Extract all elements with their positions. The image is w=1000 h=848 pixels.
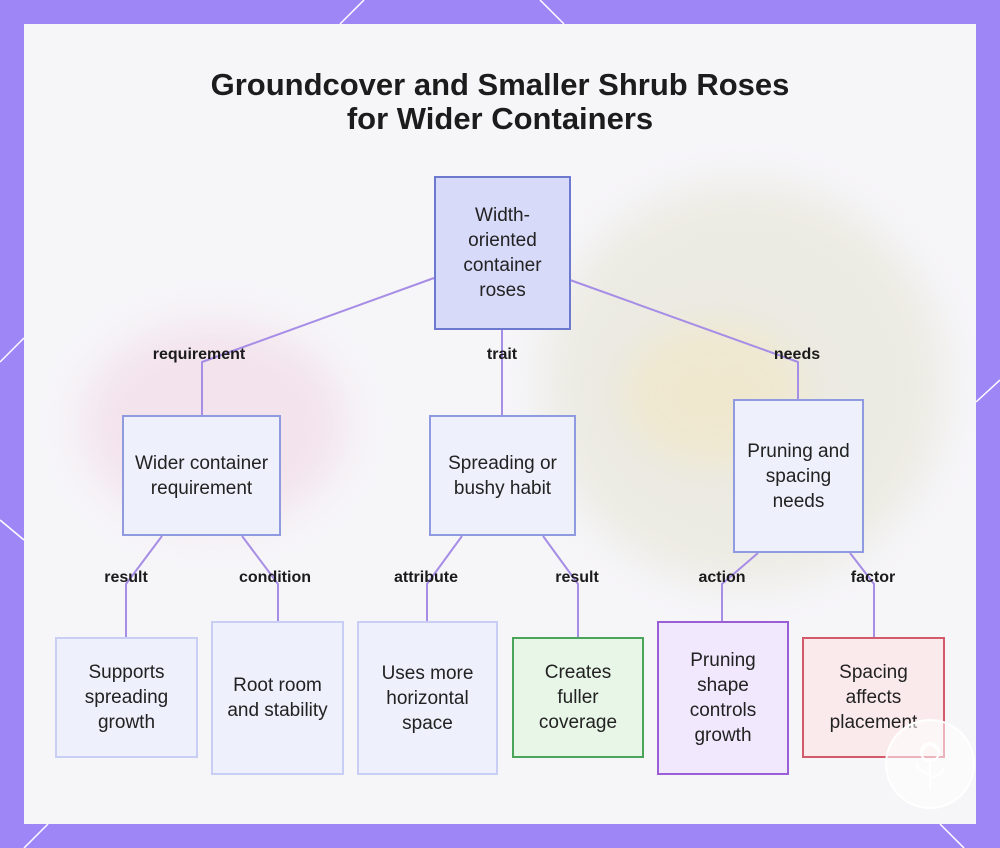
diagram-title: Groundcover and Smaller Shrub Roses for … [0, 68, 1000, 136]
edge-label-needs: needs [773, 346, 821, 363]
node-root-room-label: Root room and stability [227, 675, 328, 721]
node-spacing-placement-label: Spacing affects placement [829, 662, 918, 733]
node-supports-growth-label: Supports spreading growth [84, 662, 169, 733]
title-line-2: for Wider Containers [346, 101, 654, 136]
edge-pruning-shape [721, 552, 759, 621]
node-spreading-habit-label: Spreading or bushy habit [448, 452, 557, 499]
edge-pruning-spacing [849, 552, 875, 637]
node-pruning-shape-label: Pruning shape controls growth [689, 650, 757, 746]
edge-label-condition: condition [239, 569, 311, 586]
node-pruning-shape: Pruning shape controls growth [657, 621, 789, 775]
title-line-1: Groundcover and Smaller Shrub Roses [210, 67, 790, 102]
node-pruning-spacing-label: Pruning and spacing needs [747, 440, 850, 512]
edge-root-pruning [569, 279, 799, 399]
node-pruning-spacing: Pruning and spacing needs [733, 399, 864, 553]
node-fuller-coverage-label: Creates fuller coverage [538, 662, 618, 733]
node-root-room: Root room and stability [211, 621, 344, 775]
node-horizontal-space-label: Uses more horizontal space [381, 662, 474, 734]
rose-logo-icon [885, 719, 975, 809]
edge-root-wider [201, 277, 435, 415]
edge-label-attribute: attribute [394, 569, 458, 586]
edge-spreading-uses [426, 535, 463, 621]
node-root: Width-oriented container roses [434, 176, 571, 330]
edge-label-result: result [555, 569, 599, 586]
edge-spreading-fuller [542, 535, 579, 637]
edge-label-action: action [698, 569, 746, 586]
node-root-label: Width-oriented container roses [463, 205, 542, 301]
node-wider-container: Wider container requirement [122, 415, 281, 536]
edge-label-requirement: requirement [152, 346, 246, 363]
edge-wider-rootroom [241, 535, 279, 621]
node-fuller-coverage: Creates fuller coverage [512, 637, 644, 758]
edge-label-trait: trait [486, 346, 518, 363]
edge-wider-supports [125, 535, 163, 637]
node-horizontal-space: Uses more horizontal space [357, 621, 498, 775]
edge-label-factor: factor [850, 569, 896, 586]
node-wider-container-label: Wider container requirement [134, 452, 269, 499]
node-supports-growth: Supports spreading growth [55, 637, 198, 758]
node-spreading-habit: Spreading or bushy habit [429, 415, 576, 536]
edge-label-result: result [104, 569, 148, 586]
